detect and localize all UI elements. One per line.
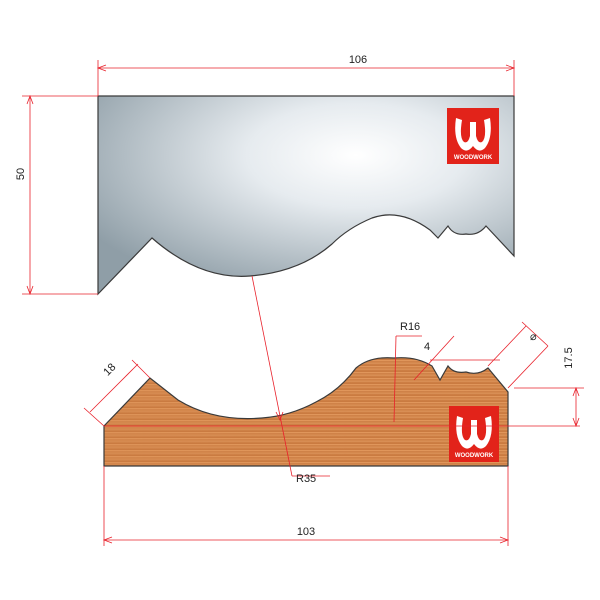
r16-label: R16	[400, 321, 420, 333]
logo-w-mark	[455, 118, 491, 151]
logo-brand-text: WOODWORK	[455, 453, 494, 459]
r35-label: R35	[296, 473, 316, 485]
wood-profile-shape	[103, 357, 509, 467]
wood-profile	[103, 357, 509, 467]
knife-height-dimension	[22, 94, 98, 296]
profile-height-dimension	[514, 386, 584, 428]
knife-shape	[97, 95, 515, 296]
small-radius-leader	[413, 335, 500, 381]
knife-logo: WOODWORK	[447, 108, 499, 164]
small-radius-label: 4	[424, 341, 430, 353]
logo-brand-text: WOODWORK	[454, 155, 493, 161]
logo-w-mark	[456, 416, 492, 449]
chamfer-label: 18	[101, 361, 118, 378]
knife-blade	[97, 95, 515, 296]
r35-leader	[251, 275, 330, 477]
profile-height-label: 17.5	[563, 347, 575, 368]
diameter-leader	[487, 321, 549, 389]
profile-logo: WOODWORK	[449, 406, 499, 462]
profile-width-dimension	[102, 466, 510, 546]
chamfer-dimension	[83, 359, 151, 427]
knife-width-dimension	[96, 60, 516, 96]
diameter-symbol: ⌀	[530, 331, 537, 343]
profile-width-label: 103	[297, 526, 315, 538]
r16-leader	[393, 335, 422, 423]
knife-height-label: 50	[15, 168, 27, 180]
knife-width-label: 106	[349, 54, 367, 66]
